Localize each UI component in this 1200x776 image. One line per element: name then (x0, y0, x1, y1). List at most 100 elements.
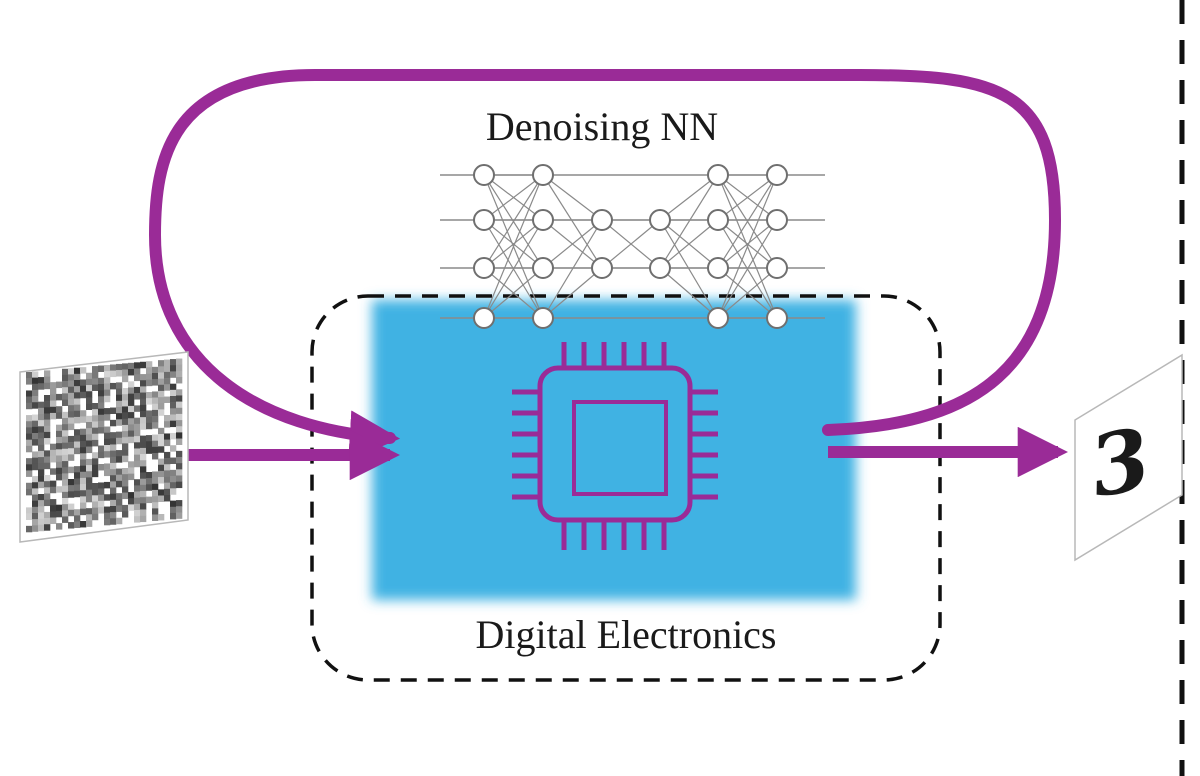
noise-cell (86, 440, 93, 447)
noise-cell (152, 440, 159, 448)
noise-cell (26, 396, 33, 404)
noise-cell (32, 506, 39, 514)
noise-cell (32, 500, 39, 508)
noise-cell (104, 383, 111, 390)
noise-cell (86, 378, 93, 386)
noise-cell (50, 449, 57, 457)
nn-node (766, 307, 788, 329)
noise-cell (176, 426, 183, 433)
noise-cell (170, 414, 177, 421)
noise-cell (32, 426, 39, 434)
noise-cell (152, 373, 159, 380)
nn-connection (659, 219, 719, 319)
noise-cell (86, 428, 93, 435)
noise-cell (38, 432, 45, 439)
nn-connection (483, 174, 544, 269)
noise-cell (80, 477, 87, 485)
noise-cell (98, 377, 105, 385)
noise-cell (86, 477, 93, 484)
noise-cell (68, 392, 75, 400)
noise-cell (152, 422, 159, 429)
noise-cell (56, 486, 63, 493)
noise-cell (140, 491, 147, 498)
noise-cell (116, 499, 123, 506)
noise-cell (170, 506, 177, 514)
noise-cell (146, 496, 153, 504)
noise-cell (74, 509, 81, 516)
noise-cell (74, 398, 81, 405)
noise-cell (116, 413, 123, 420)
noise-cell (122, 431, 129, 438)
noise-cell (128, 492, 135, 499)
noise-cell (122, 424, 129, 432)
noise-cell (44, 462, 51, 470)
noise-cell (92, 378, 99, 385)
nn-node (473, 307, 495, 329)
noise-cell (74, 515, 81, 522)
noise-cell (146, 472, 153, 479)
noise-cell (122, 511, 129, 518)
noise-cell (122, 504, 129, 512)
noise-cell (38, 500, 45, 507)
noise-cell (152, 434, 159, 441)
noise-cell (74, 367, 81, 375)
noise-cell (176, 457, 183, 464)
noise-cell (104, 432, 111, 440)
noise-cell (80, 410, 87, 417)
noise-cell (170, 371, 177, 378)
noise-cell (140, 441, 147, 449)
noise-cell (140, 484, 147, 492)
noise-cell (32, 383, 39, 391)
noise-cell (170, 383, 177, 391)
noise-cell (38, 426, 45, 433)
nn-connection (483, 219, 544, 319)
noise-cell (32, 525, 39, 532)
noise-cell (32, 457, 39, 465)
noise-cell (164, 476, 171, 483)
noise-cell (80, 428, 87, 436)
noise-cell (38, 377, 45, 384)
noise-cell (50, 505, 57, 512)
noise-cell (128, 498, 135, 505)
noise-cell (56, 455, 63, 462)
noise-cell (80, 453, 87, 460)
noise-cell (80, 447, 87, 454)
noise-cell (152, 496, 159, 503)
noise-cell (62, 381, 69, 388)
noise-cell (50, 456, 57, 463)
noise-cell (38, 414, 45, 421)
nn-connection (483, 219, 544, 269)
noise-cell (62, 485, 69, 493)
electronics-dashed-boundary (310, 294, 942, 682)
noise-cell (128, 405, 135, 413)
noise-cell (164, 415, 171, 422)
noise-cell (98, 414, 105, 422)
noise-cell (86, 372, 93, 380)
noise-cell (38, 420, 45, 427)
noise-cell (50, 406, 57, 414)
noise-cell (122, 400, 129, 407)
noise-cell (176, 512, 183, 519)
noise-cell (134, 479, 141, 486)
noise-cell (62, 436, 69, 443)
nn-node (473, 209, 495, 231)
noise-cell (56, 430, 63, 438)
noise-cell (176, 450, 183, 458)
noise-cell (86, 495, 93, 503)
digital-electronics-label: Digital Electronics (475, 612, 776, 657)
noise-cell (32, 513, 39, 520)
noise-cell (68, 491, 75, 498)
noise-cell (98, 494, 105, 502)
noise-cell (32, 439, 39, 446)
noise-cell (170, 359, 177, 366)
noise-cell (158, 477, 165, 484)
noise-cell (104, 481, 111, 489)
noise-cell (146, 416, 153, 424)
noise-cell (80, 502, 87, 509)
noise-cell (38, 524, 45, 532)
noise-cell (176, 506, 183, 513)
noise-cell (110, 432, 117, 439)
noise-cell (116, 407, 123, 414)
noise-cell (38, 383, 45, 390)
noise-cell (92, 501, 99, 508)
